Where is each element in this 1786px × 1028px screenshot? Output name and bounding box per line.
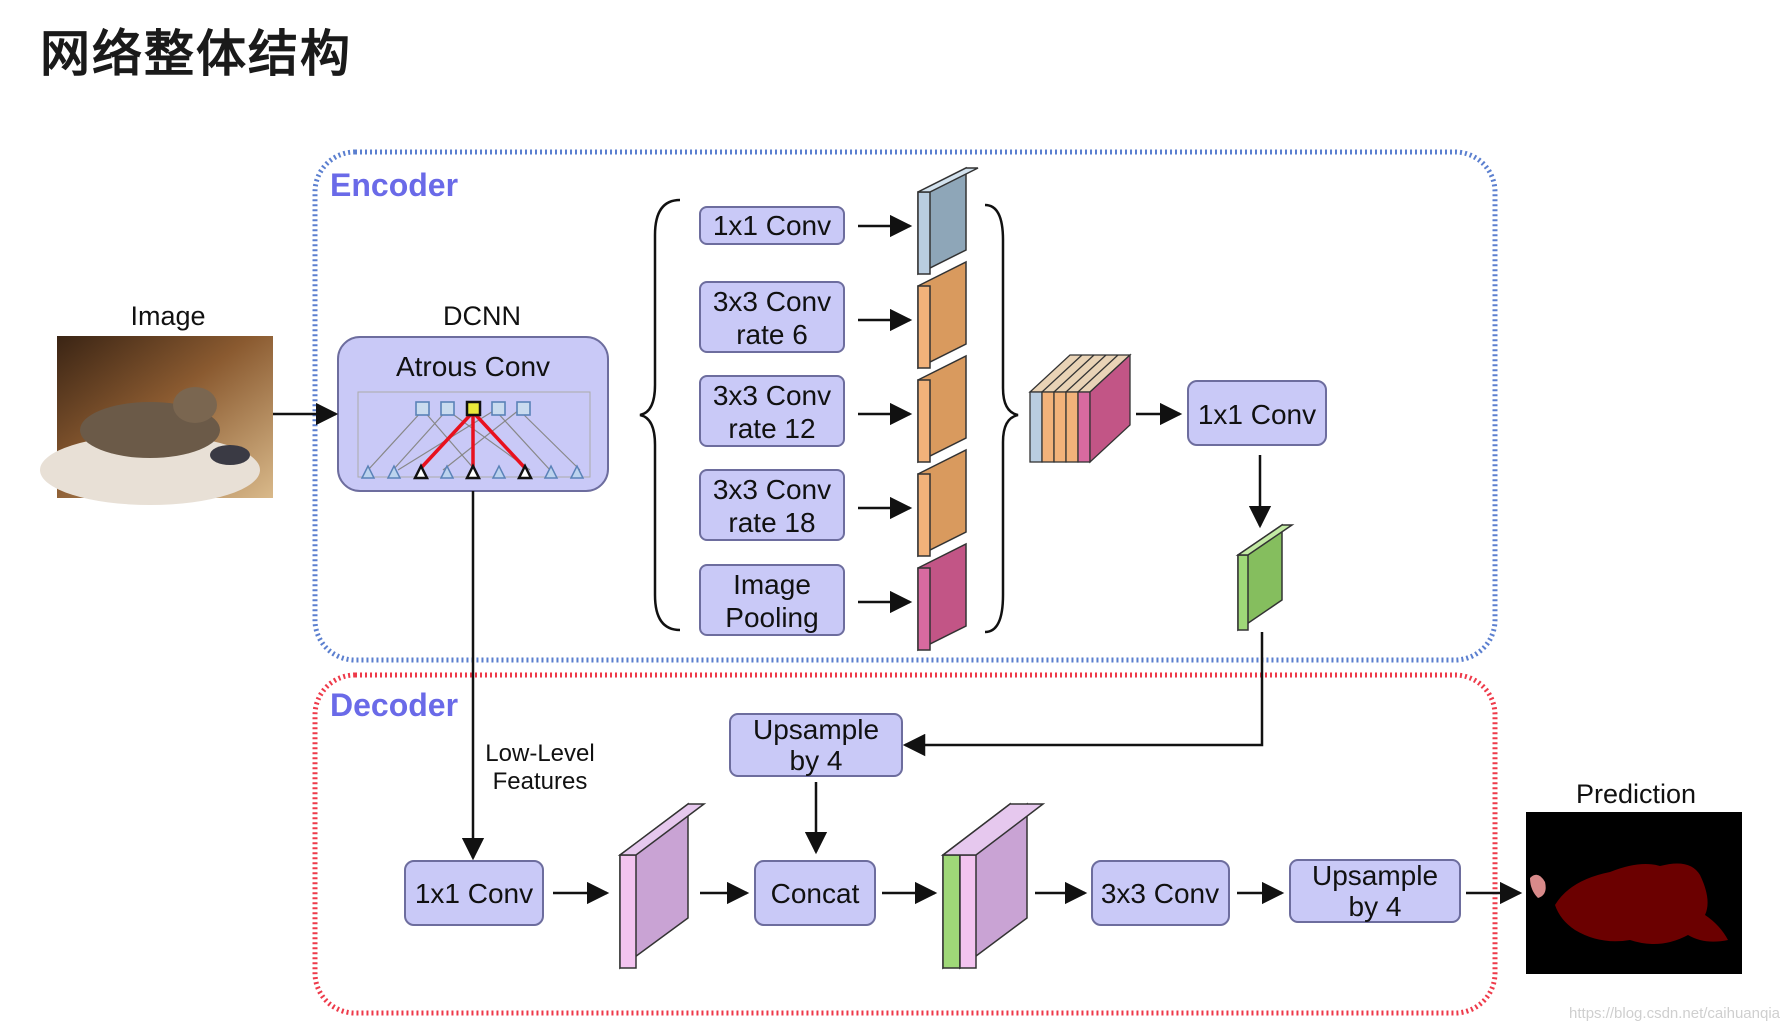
encoder-label: Encoder: [330, 167, 458, 203]
aspp-3x3-rate18-label-2: rate 18: [728, 507, 815, 538]
decoder-upsample-end-label-2: by 4: [1349, 891, 1402, 922]
decoder-low-level-feature: [617, 802, 707, 970]
aspp-3x3-rate18: 3x3 Conv rate 18: [699, 469, 845, 541]
concatenated-feature-stack: [1028, 353, 1132, 464]
feature-map-rate12: [917, 354, 967, 464]
aspp-3x3-rate12-label-1: 3x3 Conv: [713, 380, 831, 411]
atrous-bottom-nodes: [360, 463, 585, 480]
low-level-label-1: Low-Level: [485, 740, 594, 767]
decoder-concat-label: Concat: [771, 878, 860, 909]
watermark: https://blog.csdn.net/caihuanqia: [1569, 1005, 1781, 1022]
decoder-upsample-end: Upsample by 4: [1289, 859, 1461, 923]
feature-map-pooling: [917, 542, 967, 652]
decoder-upsample-end-label-1: Upsample: [1312, 860, 1438, 891]
aspp-3x3-rate6-label-1: 3x3 Conv: [713, 286, 831, 317]
encoder-1x1-conv-label: 1x1 Conv: [1198, 399, 1316, 430]
decoder-3x3-conv: 3x3 Conv: [1091, 860, 1230, 926]
aspp-image-pooling-label-1: Image: [733, 569, 811, 600]
right-brace: [984, 203, 1019, 634]
image-label: Image: [130, 301, 205, 331]
decoder-3x3-conv-label: 3x3 Conv: [1101, 878, 1219, 909]
arrow-encoder-to-upsample: [902, 632, 1264, 757]
prediction-mask-image: [1526, 812, 1742, 974]
atrous-red-arrows: [419, 410, 527, 470]
decoder-1x1-conv-label: 1x1 Conv: [415, 878, 533, 909]
aspp-1x1-conv: 1x1 Conv: [699, 206, 845, 245]
decoder-upsample-top-label-2: by 4: [790, 745, 843, 776]
feature-map-rate18: [917, 448, 967, 558]
aspp-3x3-rate18-label-1: 3x3 Conv: [713, 474, 831, 505]
encoder-region: [312, 149, 1498, 663]
aspp-image-pooling: Image Pooling: [699, 564, 845, 636]
feature-map-1x1: [917, 166, 979, 276]
decoder-upsample-top: Upsample by 4: [729, 713, 903, 777]
feature-map-rate6: [917, 260, 967, 370]
aspp-3x3-rate12: 3x3 Conv rate 12: [699, 375, 845, 447]
atrous-top-nodes: [415, 400, 531, 417]
atrous-conv-block: Atrous Conv: [337, 336, 609, 492]
atrous-conv-label: Atrous Conv: [396, 351, 550, 382]
low-level-label-2: Features: [493, 768, 588, 795]
left-brace: [639, 198, 681, 632]
prediction-label: Prediction: [1576, 779, 1696, 809]
dcnn-label: DCNN: [443, 301, 521, 331]
decoder-1x1-conv: 1x1 Conv: [404, 860, 544, 926]
input-image-cat: [40, 336, 273, 505]
aspp-3x3-rate6: 3x3 Conv rate 6: [699, 281, 845, 353]
decoder-region: [312, 672, 1498, 1016]
aspp-1x1-conv-label: 1x1 Conv: [713, 210, 831, 241]
decoder-upsample-top-label-1: Upsample: [753, 714, 879, 745]
aspp-3x3-rate12-label-2: rate 12: [728, 413, 815, 444]
encoder-1x1-conv: 1x1 Conv: [1187, 380, 1327, 446]
aspp-image-pooling-label-2: Pooling: [725, 602, 818, 633]
decoder-label: Decoder: [330, 687, 458, 723]
encoder-output-feature: [1235, 523, 1295, 632]
aspp-3x3-rate6-label-2: rate 6: [736, 319, 808, 350]
decoder-concat: Concat: [754, 860, 876, 926]
aspp-arrows: [858, 214, 913, 614]
decoder-concat-feature-stack: [940, 802, 1046, 970]
page-title: 网络整体结构: [40, 25, 352, 83]
